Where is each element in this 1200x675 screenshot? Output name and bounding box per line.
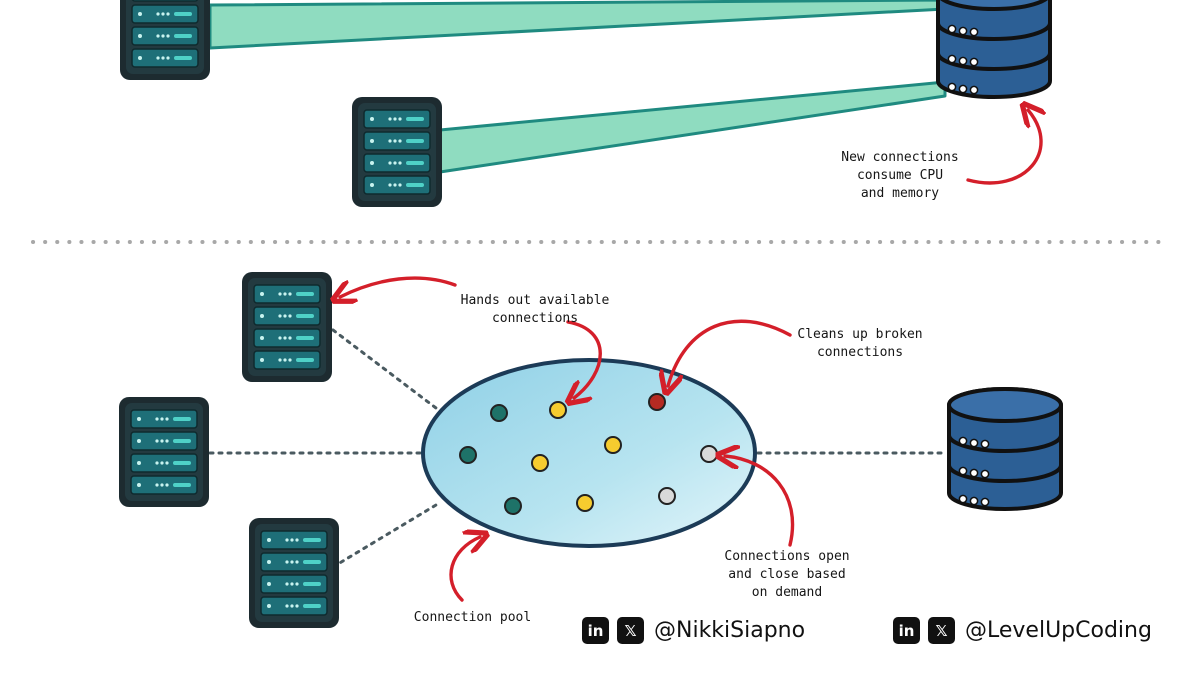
server-rack-icon: [241, 271, 333, 383]
credit-levelupcoding: in 𝕏 @LevelUpCoding: [893, 617, 1152, 644]
red-arrow-icon: [668, 319, 792, 386]
x-icon[interactable]: 𝕏: [928, 617, 955, 644]
server-rack-icon: [351, 96, 443, 208]
connection-dot-new: [700, 445, 718, 463]
server-rack-icon: [248, 517, 340, 629]
credit-handle[interactable]: @LevelUpCoding: [965, 618, 1152, 643]
connection-dot-active: [549, 401, 567, 419]
annotation-hands-out: Hands out available connections: [460, 293, 610, 326]
annotation-new-connections: New connections consume CPU and memory: [841, 150, 959, 201]
connection-dot-active: [576, 494, 594, 512]
annotation-connection-pool: Connection pool: [413, 610, 532, 625]
annotation-open-close: Connections open and close based on dema…: [724, 549, 850, 600]
red-arrow-icon: [340, 276, 457, 297]
database-icon: [936, 0, 1052, 99]
server-rack-icon: [119, 0, 211, 81]
red-arrow-icon: [966, 110, 1041, 185]
top-section: [119, 0, 1052, 208]
connection-dot-idle: [459, 446, 477, 464]
server-rack-icon: [118, 396, 210, 508]
credit-handle[interactable]: @NikkiSiapno: [654, 618, 806, 643]
red-arrow-icon: [725, 456, 795, 547]
connection-dot-new: [658, 487, 676, 505]
database-icon: [947, 387, 1063, 511]
x-icon[interactable]: 𝕏: [617, 617, 644, 644]
connection-dot-active: [604, 436, 622, 454]
dotted-link: [331, 328, 438, 410]
connection-dot-active: [531, 454, 549, 472]
linkedin-icon[interactable]: in: [893, 617, 920, 644]
red-arrow-icon: [449, 537, 480, 602]
connection-dot-idle: [504, 497, 522, 515]
annotation-cleans-up: Cleans up broken connections: [797, 327, 923, 360]
credit-nikki: in 𝕏 @NikkiSiapno: [582, 617, 805, 644]
linkedin-icon[interactable]: in: [582, 617, 609, 644]
bottom-section: [118, 271, 1063, 629]
connection-dot-idle: [490, 404, 508, 422]
red-arrow-icon: [568, 320, 602, 398]
connection-dot-broken: [648, 393, 666, 411]
connection-band-1: [208, 0, 947, 50]
dotted-link: [331, 503, 438, 569]
